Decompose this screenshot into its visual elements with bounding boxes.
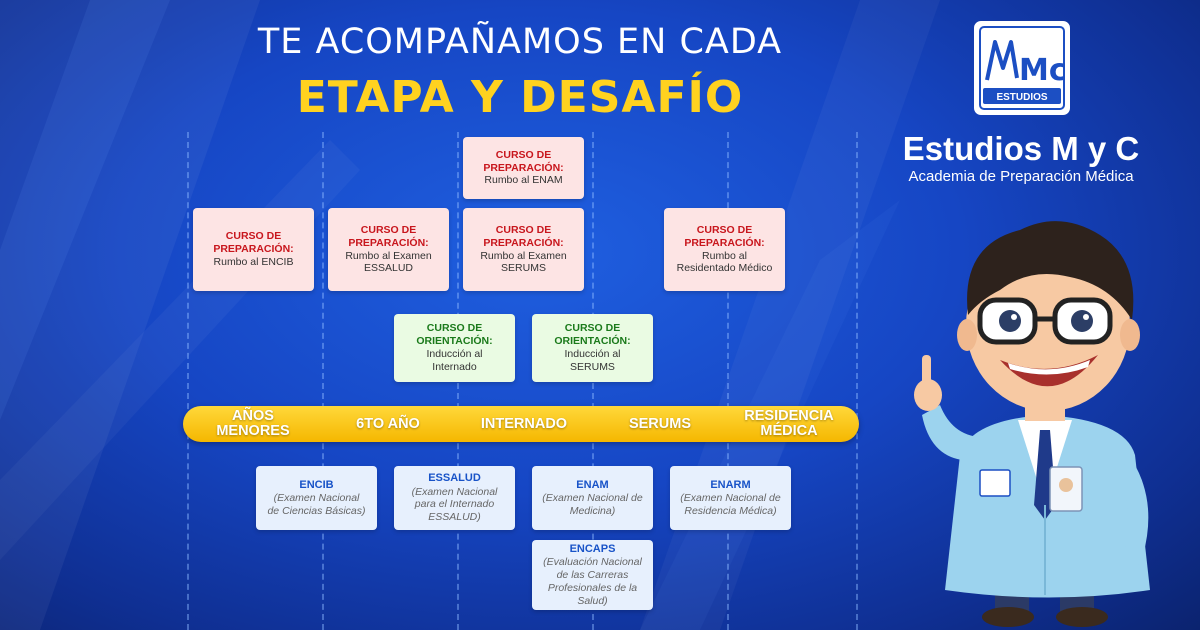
prep-course-card: CURSO DE PREPARACIÓN: Rumbo al ENAM (463, 137, 584, 199)
stage-label: INTERNADO (480, 415, 568, 432)
exam-card: ENCIB (Examen Nacional de Ciencias Básic… (256, 466, 377, 530)
card-description: Rumbo al Examen SERUMS (480, 249, 567, 275)
card-description: Inducción al SERUMS (564, 348, 621, 373)
column-divider (856, 132, 858, 630)
card-title: CURSO DE PREPARACIÓN: (348, 223, 429, 249)
prep-course-card: CURSO DE PREPARACIÓN: Rumbo al Examen SE… (463, 208, 584, 291)
column-divider (727, 132, 729, 630)
brand-tagline: Academia de Preparación Médica (908, 168, 1134, 185)
exam-card: ENARM (Examen Nacional de Residencia Méd… (670, 466, 791, 530)
exam-title: ENCAPS (569, 542, 616, 555)
logo-mark-text: Mc (1019, 53, 1067, 88)
doctor-mascot-icon (914, 221, 1150, 627)
card-title: CURSO DE ORIENTACIÓN: (416, 322, 493, 348)
brand-name: Estudios M y C (902, 130, 1140, 167)
stage-label: RESIDENCIA MÉDICA (744, 408, 834, 439)
stage-label: 6TO AÑO (356, 415, 420, 432)
orientation-course-card: CURSO DE ORIENTACIÓN: Inducción al SERUM… (532, 314, 653, 382)
card-title: CURSO DE PREPARACIÓN: (213, 230, 294, 256)
card-title: CURSO DE PREPARACIÓN: (684, 223, 765, 249)
card-description: Inducción al Internado (426, 348, 483, 373)
prep-course-card: CURSO DE PREPARACIÓN: Rumbo al Residenta… (664, 208, 785, 291)
exam-description: (Examen Nacional de Medicina) (542, 491, 643, 517)
column-divider (187, 132, 189, 630)
prep-course-card: CURSO DE PREPARACIÓN: Rumbo al ENCIB (193, 208, 314, 291)
card-description: Rumbo al ENCIB (213, 255, 294, 268)
card-title: CURSO DE PREPARACIÓN: (483, 148, 564, 174)
headline-line-1: TE ACOMPAÑAMOS EN CADA (257, 22, 783, 62)
prep-course-card: CURSO DE PREPARACIÓN: Rumbo al Examen ES… (328, 208, 449, 291)
column-divider (322, 132, 324, 630)
timeline-bar (183, 406, 859, 442)
card-title: CURSO DE PREPARACIÓN: (483, 223, 564, 249)
exam-title: ESSALUD (428, 472, 481, 485)
headline-line-2: ETAPA Y DESAFÍO (296, 72, 744, 123)
brand-logo-icon: Mc ESTUDIOS (974, 21, 1070, 115)
card-description: Rumbo al Residentado Médico (676, 249, 773, 275)
card-title: CURSO DE ORIENTACIÓN: (554, 322, 631, 348)
card-description: Rumbo al Examen ESSALUD (345, 249, 432, 275)
logo-sub-text: ESTUDIOS (996, 92, 1047, 103)
exam-title: ENAM (576, 478, 609, 491)
stage-label: SERUMS (628, 415, 692, 432)
exam-card: ENAM (Examen Nacional de Medicina) (532, 466, 653, 530)
exam-description: (Examen Nacional para el Internado ESSAL… (411, 485, 498, 524)
orientation-course-card: CURSO DE ORIENTACIÓN: Inducción al Inter… (394, 314, 515, 382)
exam-description: (Examen Nacional de Ciencias Básicas) (267, 491, 366, 517)
exam-card: ENCAPS (Evaluación Nacional de las Carre… (532, 540, 653, 610)
card-description: Rumbo al ENAM (484, 174, 563, 187)
stage-label: AÑOS MENORES (216, 408, 290, 439)
exam-card: ESSALUD (Examen Nacional para el Interna… (394, 466, 515, 530)
exam-description: (Examen Nacional de Residencia Médica) (680, 491, 781, 517)
exam-description: (Evaluación Nacional de las Carreras Pro… (543, 556, 642, 607)
exam-title: ENARM (710, 478, 751, 491)
exam-title: ENCIB (299, 478, 334, 491)
